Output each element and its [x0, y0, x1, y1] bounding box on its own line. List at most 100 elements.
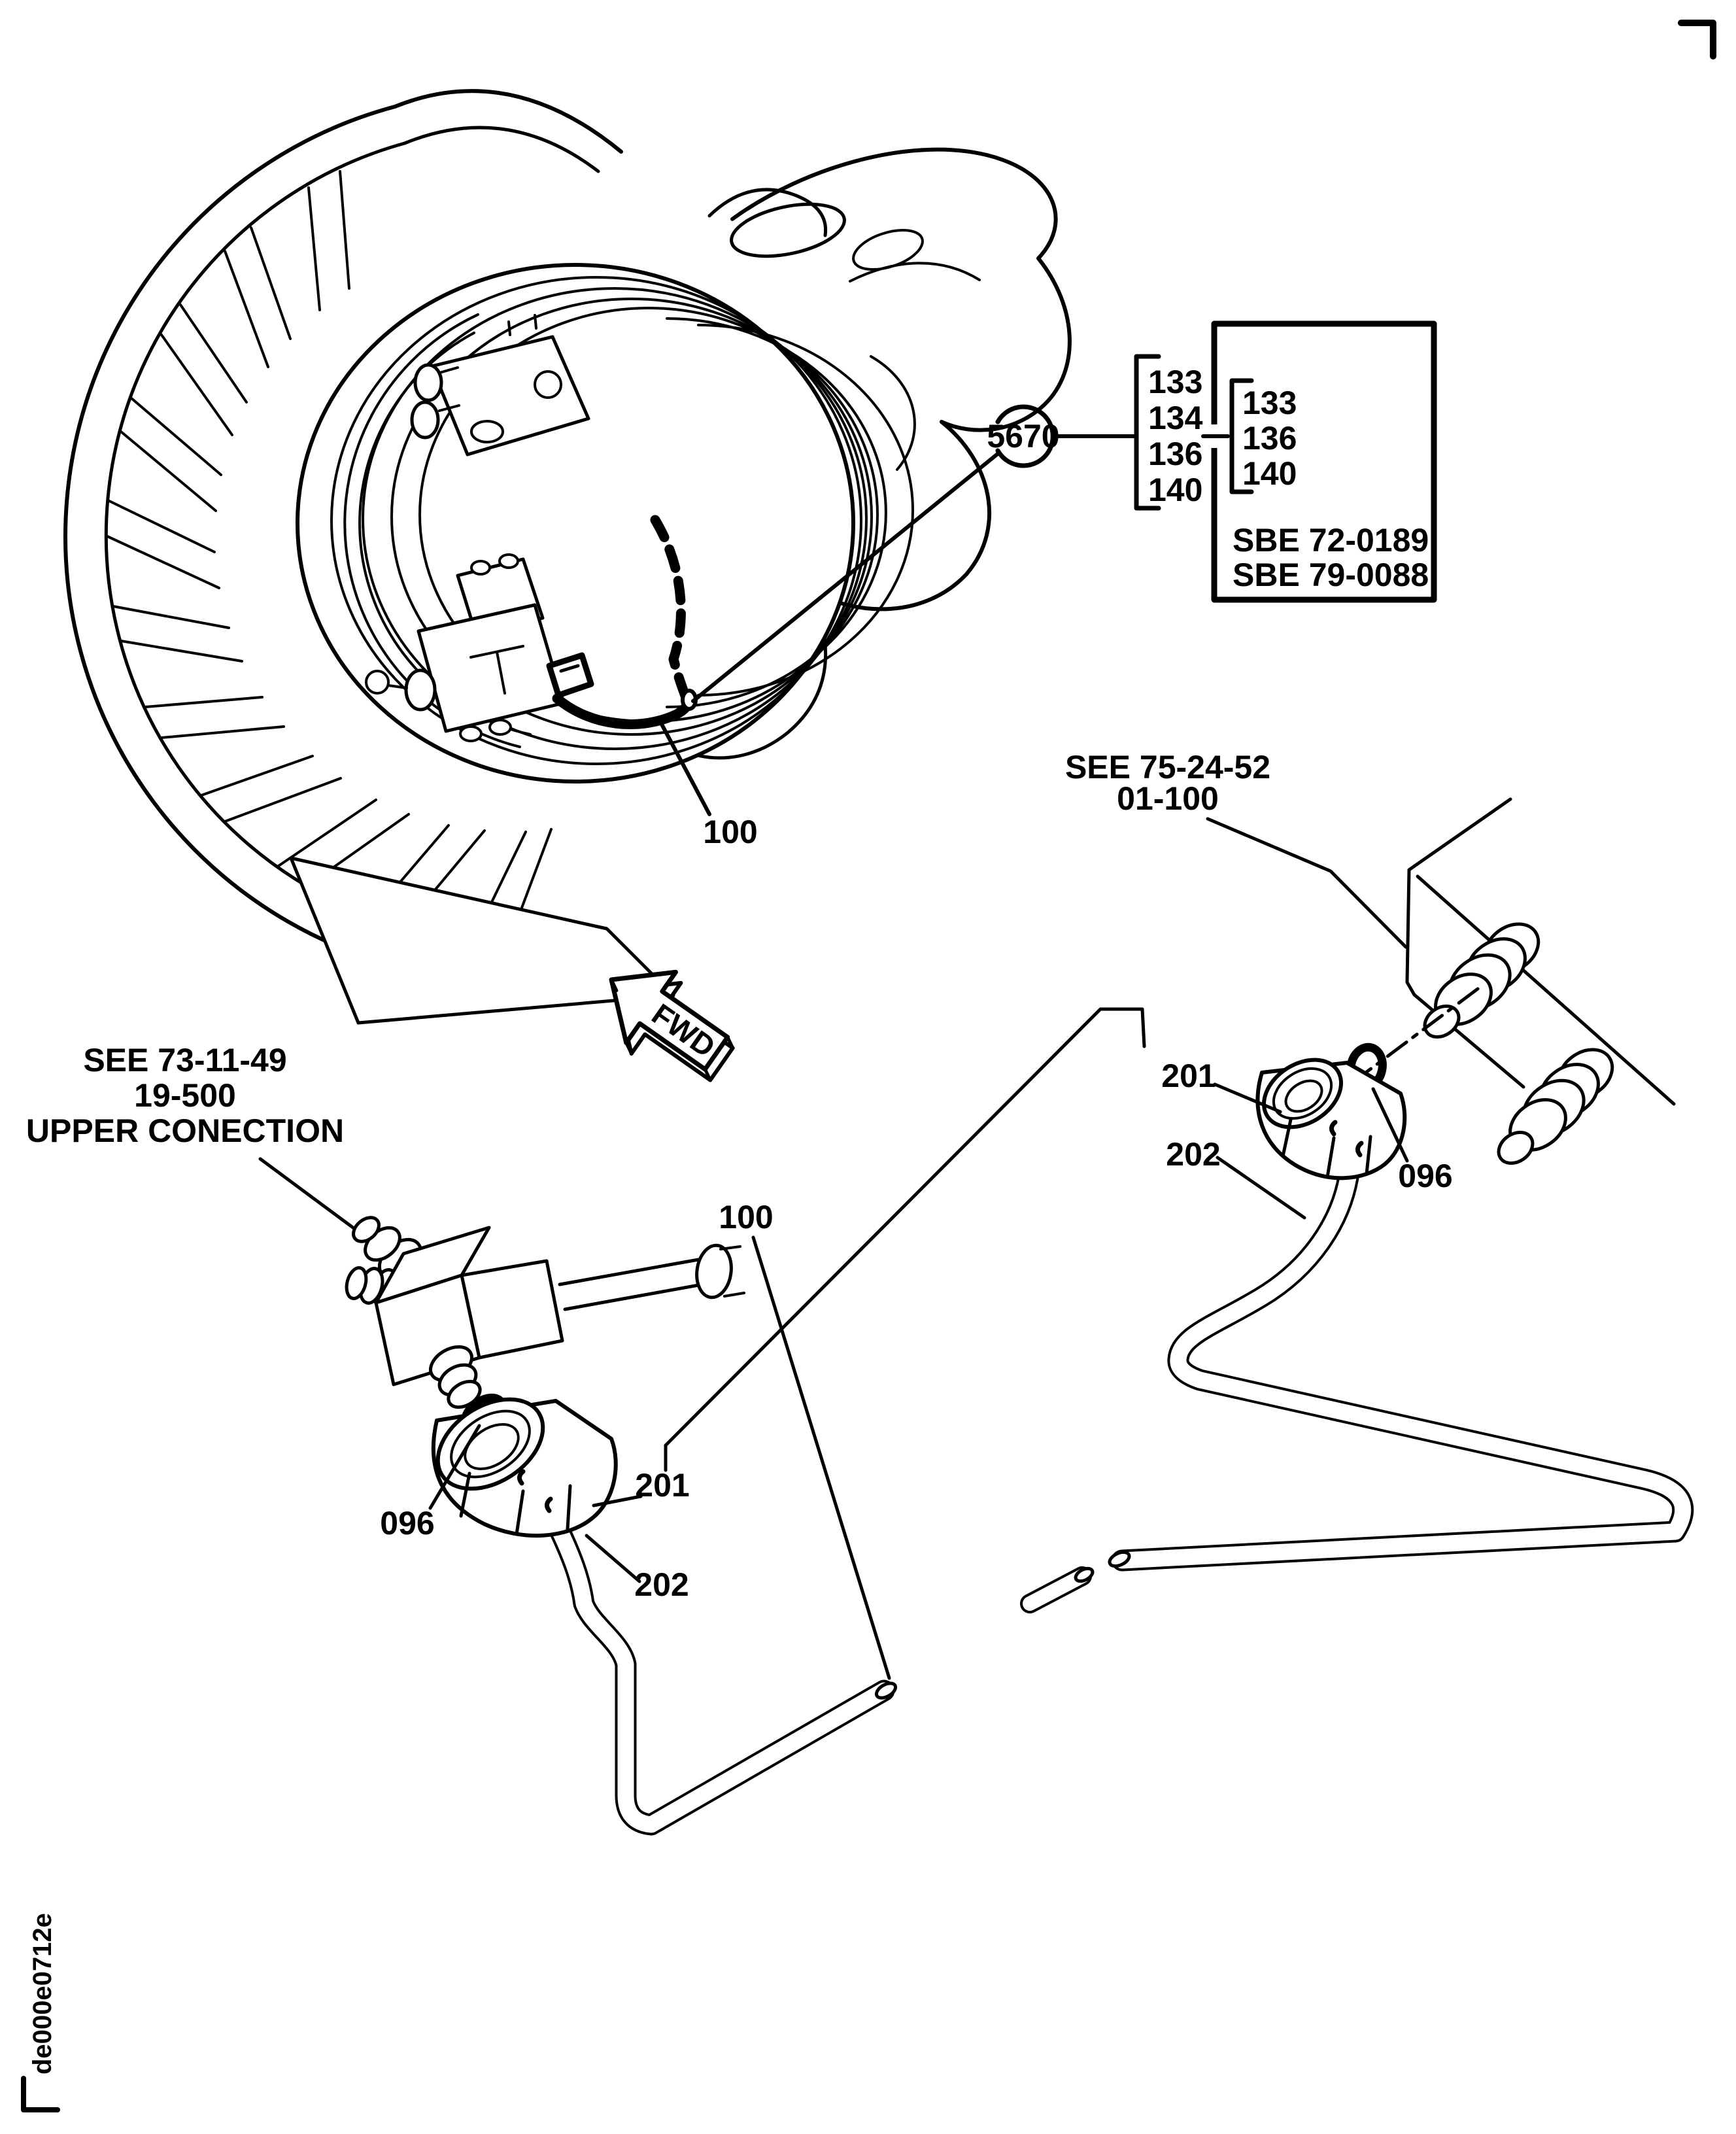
tube-right-fill [1114, 1169, 1692, 1569]
panel-edge [1416, 874, 1676, 1106]
callout-cluster: 5670 133 134 136 140 133 136 140 SBE 72-… [691, 320, 1437, 703]
stud [507, 314, 537, 336]
accessory-unit-lower [365, 553, 566, 742]
cross-ref-left-line1: SEE 73-11-49 [83, 1042, 286, 1078]
o-ring-left-label: 096 [380, 1505, 434, 1541]
service-bulletin-note: SBE 79-0088 [1233, 557, 1429, 593]
detail-line [469, 645, 524, 695]
left-fitting-assembly: 096 201 202 [345, 1216, 898, 1836]
pipe-line [558, 1258, 704, 1311]
threaded-boss-upper [1423, 922, 1540, 1039]
fitting-cap [410, 400, 440, 439]
left-bracket [1134, 354, 1161, 511]
flange-ring [390, 298, 873, 736]
stud [498, 553, 519, 569]
aft-curve [730, 147, 1058, 260]
accessory-unit-upper [410, 314, 590, 456]
balloon-leader-line [691, 451, 1000, 703]
assembly-reference-line [664, 1007, 1146, 1447]
thread-tip [345, 1266, 368, 1300]
o-ring-right-label: 096 [1398, 1158, 1452, 1194]
thread-tip [1423, 1004, 1461, 1039]
aft-detail [870, 355, 916, 471]
box-bracket-item: 140 [1242, 455, 1297, 492]
bracket-item: 140 [1148, 472, 1202, 508]
cross-ref-left-line3: UPPER CONECTION [26, 1112, 344, 1149]
nut-thread [1284, 1079, 1323, 1113]
thread-tip [352, 1216, 381, 1243]
fan-blades [106, 170, 553, 940]
pipe-line [719, 1245, 745, 1298]
tube-break-end [1108, 1550, 1131, 1568]
fwd-direction-arrow: FWD [609, 969, 735, 1082]
box-bracket [1229, 378, 1254, 494]
bracket-item: 134 [1148, 400, 1203, 436]
fitting-line [387, 684, 408, 689]
accessory-box [430, 335, 590, 456]
threaded-port-bottom [429, 1345, 482, 1409]
case-ring-arc [697, 324, 914, 697]
tube-leader-right [1216, 1156, 1306, 1220]
threaded-boss-lower [1497, 1048, 1614, 1165]
tube-break-end [1074, 1566, 1095, 1583]
balloon-number: 5670 [987, 418, 1059, 455]
installed-tube-fitting [546, 652, 594, 698]
thread-tip [1497, 1130, 1535, 1165]
corner-mark-bottom-left [21, 2076, 60, 2112]
aft-bump [707, 188, 828, 237]
engine-ref-leader-line [657, 717, 711, 816]
fitting-block [374, 1226, 564, 1386]
panel-edge [1407, 797, 1512, 872]
nacelle-top-outer-arc [393, 89, 623, 154]
aft-curve [940, 256, 1072, 432]
nut-opening [435, 1397, 545, 1491]
o-ring-leader-right [1371, 1087, 1409, 1163]
tube-break-end [874, 1681, 898, 1700]
o-ring-leader-left [428, 1424, 481, 1510]
bracket-item: 133 [1148, 364, 1202, 400]
coupling-nut-right-label: 201 [1161, 1058, 1216, 1094]
fitting-line [438, 366, 460, 412]
block-pipe [558, 1243, 745, 1311]
coupling-nut-right [1255, 1058, 1407, 1180]
engine-illustration [63, 89, 1072, 1025]
tube-assembly-ref-label: 100 [719, 1199, 773, 1235]
nut-leader-right [1213, 1082, 1282, 1114]
cross-ref-right-line2: 01-100 [1117, 780, 1219, 817]
nut-thread [464, 1423, 520, 1470]
nut-facet-line [459, 1471, 572, 1536]
service-bulletin-note: SBE 72-0189 [1233, 522, 1429, 559]
accessory-port [534, 370, 562, 399]
bracket-item: 136 [1148, 436, 1202, 472]
fwd-arrow-face [609, 969, 730, 1072]
aft-teardrop [852, 228, 924, 271]
nacelle-top-inner-arc [403, 126, 600, 173]
stud [470, 560, 491, 576]
corner-mark-top-right [1678, 20, 1716, 60]
accessory-port [470, 420, 504, 443]
box-bracket-item: 136 [1242, 420, 1297, 456]
tube-leader-left [585, 1534, 641, 1583]
fwd-arrow-extrusion-lines [609, 978, 735, 1082]
flange-ring [330, 276, 862, 765]
mounting-panel [1405, 797, 1676, 1106]
aft-teardrop [730, 202, 846, 258]
engine-location-ref-label: 100 [703, 814, 757, 850]
cross-ref-right: SEE 75-24-52 01-100 [1065, 749, 1408, 949]
nut-detail [1329, 1120, 1364, 1158]
tube-ref-leader-line [751, 1235, 891, 1680]
box-bracket-item: 133 [1242, 385, 1297, 421]
cross-ref-left: SEE 73-11-49 19-500 UPPER CONECTION [26, 1042, 368, 1239]
fitting-ball [365, 670, 390, 695]
tube-right-outline [1111, 1166, 1694, 1572]
nut-leader-left [592, 1494, 643, 1507]
cross-ref-right-leader [1206, 817, 1408, 949]
cross-ref-left-line2: 19-500 [134, 1077, 236, 1114]
stud [459, 725, 483, 742]
cross-ref-left-leader [258, 1157, 368, 1239]
installed-tube-dashed [650, 515, 693, 708]
service-bulletin-box [1211, 320, 1437, 603]
nut-opening [1261, 1058, 1344, 1129]
corner-marks [21, 20, 1716, 2112]
